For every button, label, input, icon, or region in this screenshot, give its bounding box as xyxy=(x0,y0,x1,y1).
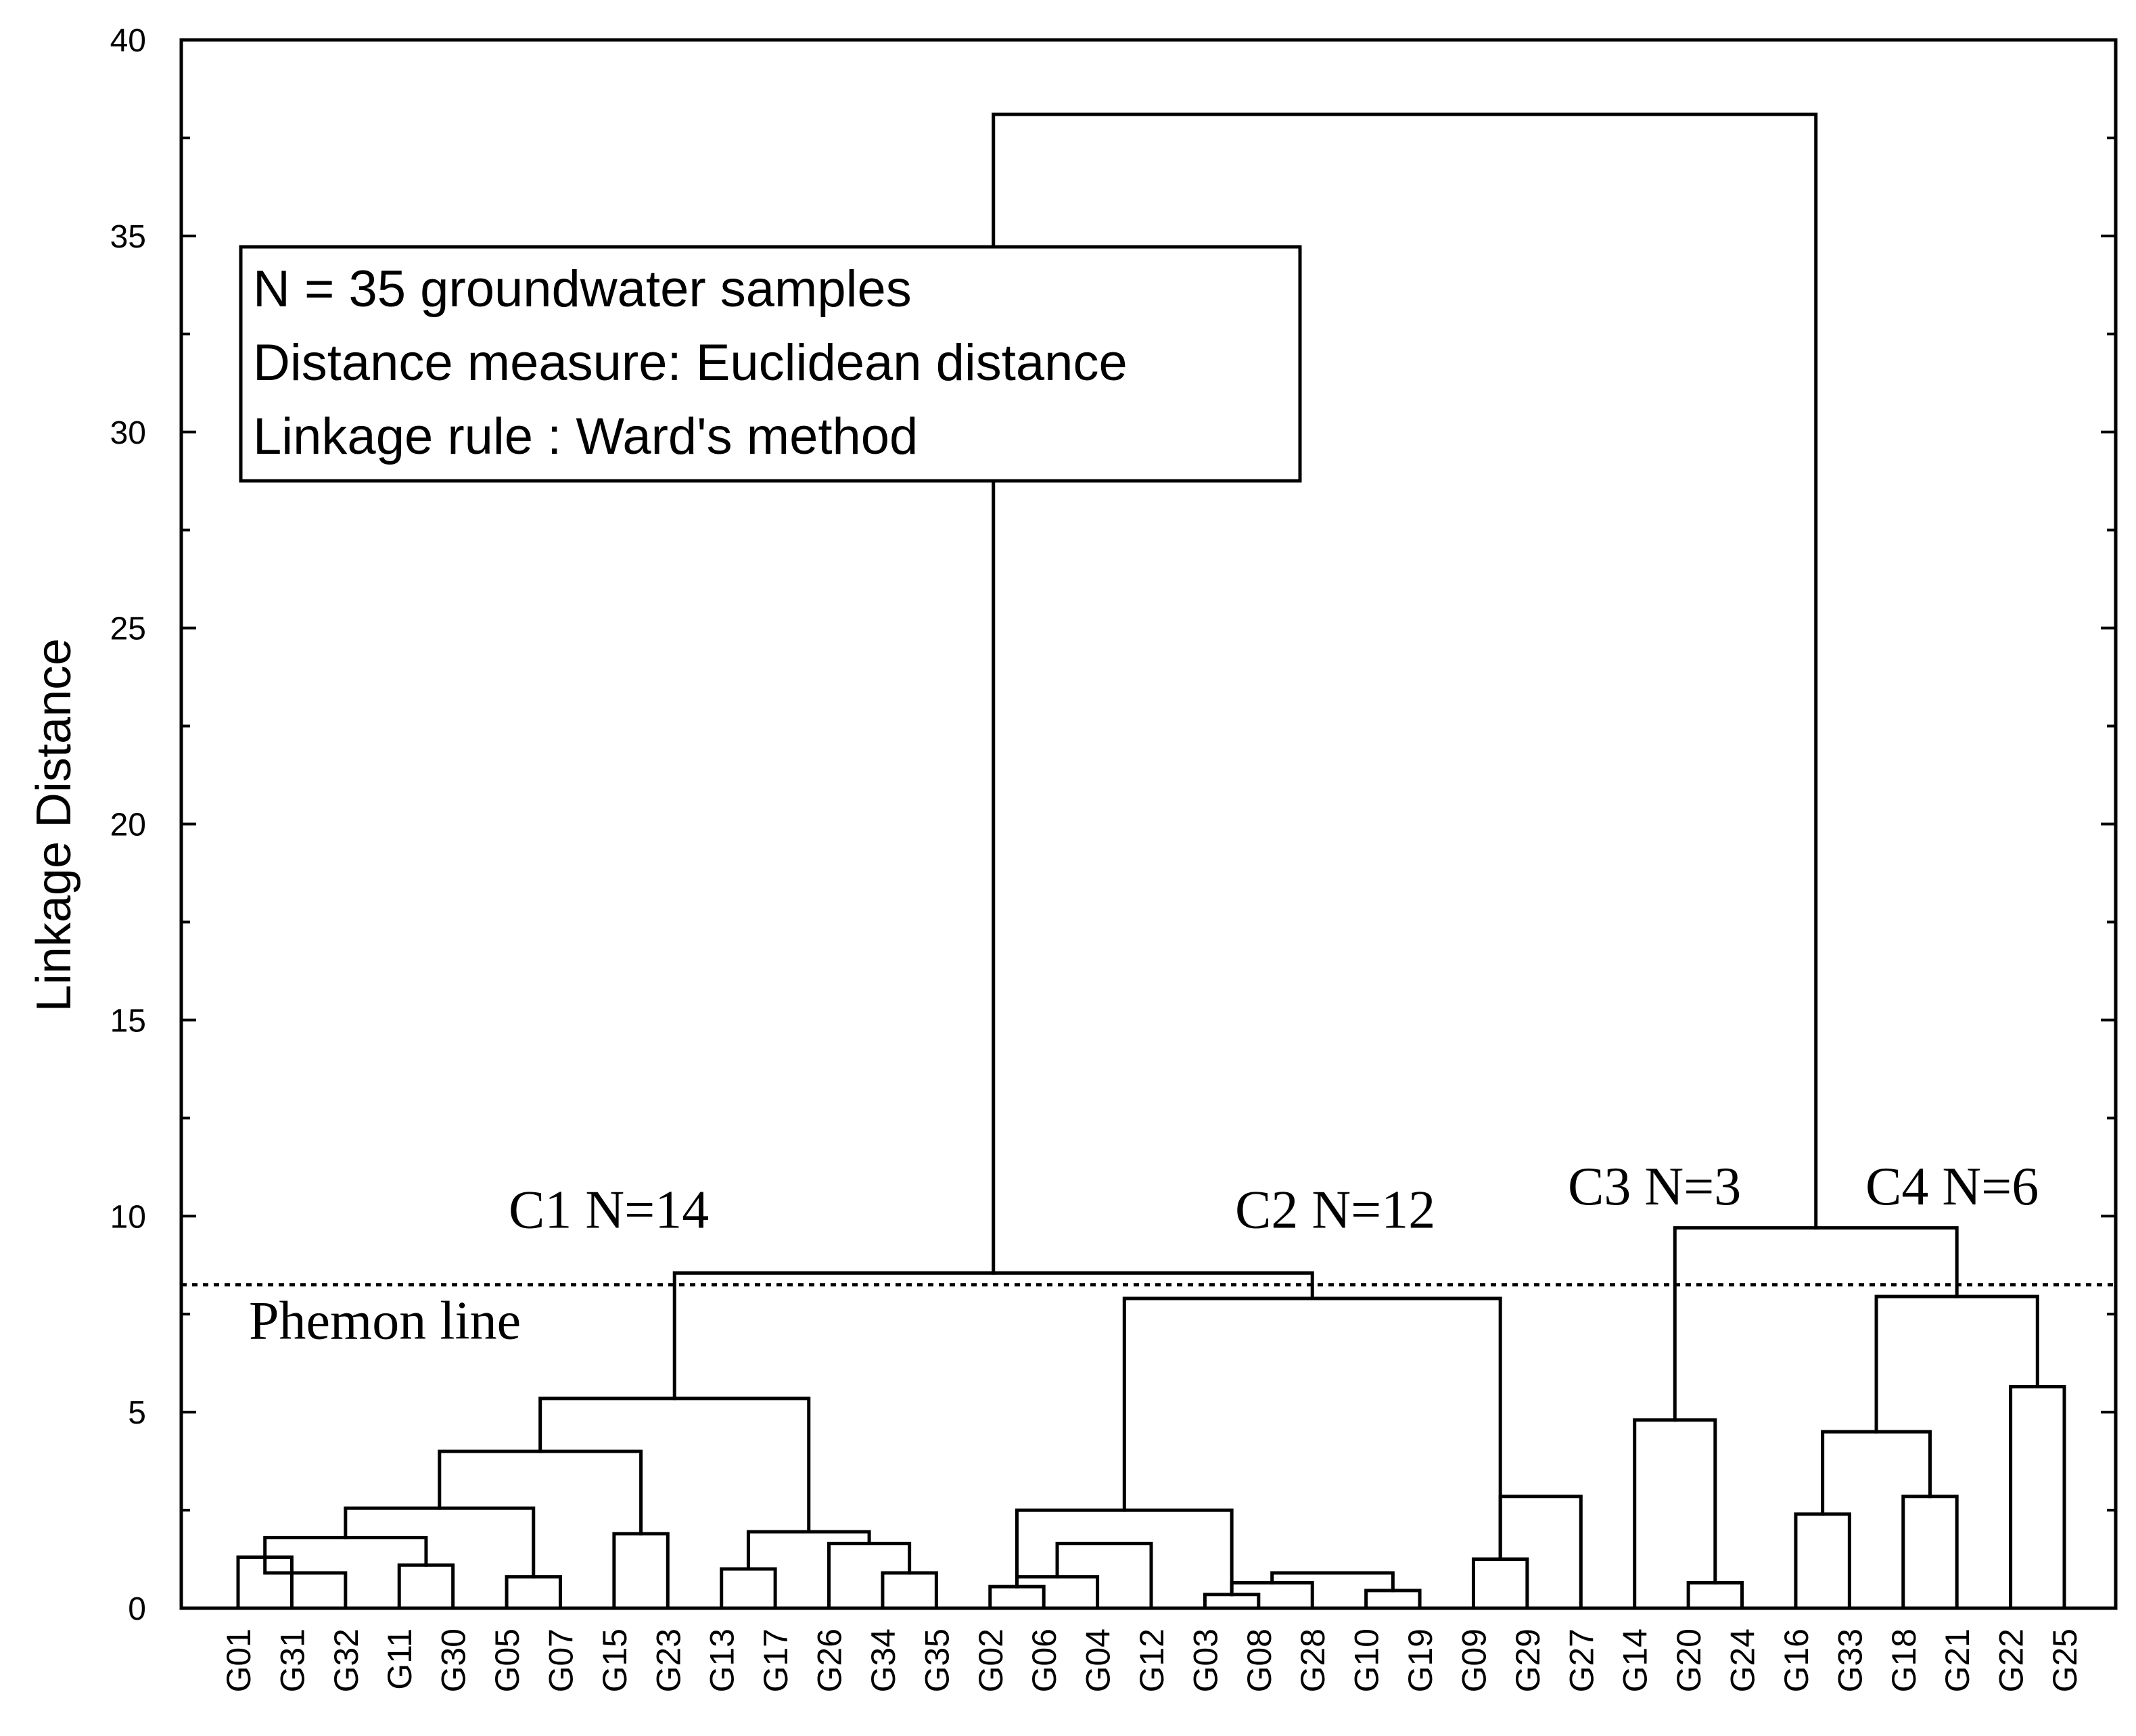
merge-link-g34-g35 xyxy=(881,1571,938,1610)
merge-link-g29-g27 xyxy=(1498,1495,1583,1610)
x-tick-label-g01: G01 xyxy=(220,1628,258,1693)
info-line-distance: Distance measure: Euclidean distance xyxy=(253,334,1128,392)
x-tick-label-g24: G24 xyxy=(1724,1628,1762,1693)
x-tick-label-g03: G03 xyxy=(1186,1628,1224,1693)
x-tick-label-g04: G04 xyxy=(1079,1628,1117,1693)
y-tick-label-0: 0 xyxy=(128,1591,146,1627)
x-tick-label-g05: G05 xyxy=(488,1628,526,1693)
merge-link-g16-g33 xyxy=(1794,1512,1851,1610)
cluster-link-9 xyxy=(1821,1430,1932,1516)
x-tick-label-g19: G19 xyxy=(1401,1628,1439,1693)
cluster-link-7 xyxy=(1122,1296,1502,1562)
cluster-label-c4: C4 N=6 xyxy=(1865,1157,2039,1217)
y-tick-label-10: 10 xyxy=(110,1199,146,1235)
y-tick-labels: 0 5 10 15 20 25 30 35 40 xyxy=(110,23,146,1627)
y-tick-label-20: 20 xyxy=(110,807,146,843)
merge-link-g20-g24 xyxy=(1686,1580,1744,1610)
x-tick-label-g15: G15 xyxy=(596,1628,634,1693)
x-tick-label-g33: G33 xyxy=(1831,1628,1869,1693)
x-tick-label-g22: G22 xyxy=(1993,1628,2030,1693)
info-box: N = 35 groundwater samples Distance meas… xyxy=(239,245,1302,483)
x-tick-label-g28: G28 xyxy=(1294,1628,1332,1693)
y-tick-label-15: 15 xyxy=(110,1003,146,1039)
x-tick-label-g20: G20 xyxy=(1670,1628,1708,1693)
cluster-link-6 xyxy=(1015,1508,1234,1597)
merge-link-g13-g17 xyxy=(720,1567,777,1610)
y-tick-label-35: 35 xyxy=(110,219,146,255)
x-tick-label-g25: G25 xyxy=(2046,1628,2084,1693)
x-tick-label-g27: G27 xyxy=(1562,1628,1600,1693)
merge-link-g02-g06 xyxy=(988,1585,1046,1610)
merge-link-g26-g34 xyxy=(827,1541,912,1610)
merge-link-g11-g30 xyxy=(397,1563,455,1610)
x-tick-label-g14: G14 xyxy=(1617,1628,1654,1693)
x-tick-label-g31: G31 xyxy=(273,1628,311,1693)
cluster-link-3 xyxy=(438,1449,643,1536)
merge-link-g06-g04 xyxy=(1015,1575,1100,1610)
merge-link-g05-g07 xyxy=(505,1575,562,1610)
merge-link-g22-g25 xyxy=(2009,1384,2066,1610)
y-axis-label: Linkage Distance xyxy=(27,638,81,1012)
info-box-frame xyxy=(239,245,1302,483)
merge-link-g15-g23 xyxy=(612,1532,670,1610)
x-tick-label-g18: G18 xyxy=(1885,1628,1923,1693)
info-line-samples: N = 35 groundwater samples xyxy=(253,260,912,318)
x-tick-label-g06: G06 xyxy=(1025,1628,1063,1693)
merge-link-g04-g12 xyxy=(1055,1541,1153,1610)
x-tick-label-g13: G13 xyxy=(703,1628,741,1693)
cluster-link-12 xyxy=(992,112,1818,1275)
cluster-link-8 xyxy=(672,1271,1314,1401)
x-tick-label-g12: G12 xyxy=(1133,1628,1171,1693)
x-tick-label-g23: G23 xyxy=(649,1628,687,1693)
merge-link-g03-g08 xyxy=(1203,1593,1261,1610)
x-tick-label-g02: G02 xyxy=(972,1628,1010,1693)
cluster-link-4 xyxy=(746,1530,871,1571)
cluster-label-c3: C3 N=3 xyxy=(1568,1157,1741,1217)
plot-frame xyxy=(179,38,2118,1610)
x-tick-label-g29: G29 xyxy=(1509,1628,1547,1693)
cluster-label-c2: C2 N=12 xyxy=(1235,1181,1435,1240)
merge-link-g10-g19 xyxy=(1364,1589,1422,1610)
merge-link-g14-g20 xyxy=(1633,1418,1717,1610)
y-tick-label-40: 40 xyxy=(110,23,146,59)
merge-link-g28-g10 xyxy=(1270,1571,1395,1593)
x-tick-label-g35: G35 xyxy=(918,1628,956,1693)
x-tick-labels: G01 G31 G32 G11 G30 G05 G07 G15 G23 G13 G17 G26 G34 G… xyxy=(220,1628,2084,1693)
cluster-link-1 xyxy=(263,1536,428,1567)
merge-link-g18-g21 xyxy=(1901,1495,1959,1610)
x-tick-label-g07: G07 xyxy=(542,1628,580,1693)
x-tick-label-g16: G16 xyxy=(1778,1628,1815,1693)
x-tick-label-g10: G10 xyxy=(1348,1628,1386,1693)
x-tick-label-g30: G30 xyxy=(435,1628,473,1693)
x-tick-label-g34: G34 xyxy=(864,1628,902,1693)
y-tick-label-5: 5 xyxy=(128,1395,146,1431)
x-tick-label-g26: G26 xyxy=(811,1628,849,1693)
phemon-line-label: Phemon line xyxy=(249,1292,521,1351)
merge-link-g31-g32 xyxy=(263,1555,348,1610)
cluster-link-10 xyxy=(1874,1294,2039,1434)
merge-link-g09-g29 xyxy=(1471,1557,1529,1610)
x-tick-label-g11: G11 xyxy=(381,1628,419,1690)
y-tick-label-30: 30 xyxy=(110,415,146,451)
cluster-link-11 xyxy=(1673,1226,1959,1422)
x-tick-label-g32: G32 xyxy=(327,1628,365,1693)
x-tick-label-g21: G21 xyxy=(1938,1628,1976,1693)
cluster-link-5 xyxy=(538,1397,811,1534)
info-line-linkage: Linkage rule : Ward's method xyxy=(253,408,918,465)
x-tick-label-g17: G17 xyxy=(757,1628,795,1693)
x-tick-label-g08: G08 xyxy=(1240,1628,1278,1693)
cluster-label-c1: C1 N=14 xyxy=(509,1181,709,1240)
x-tick-label-g09: G09 xyxy=(1455,1628,1493,1693)
y-tick-label-25: 25 xyxy=(110,611,146,647)
